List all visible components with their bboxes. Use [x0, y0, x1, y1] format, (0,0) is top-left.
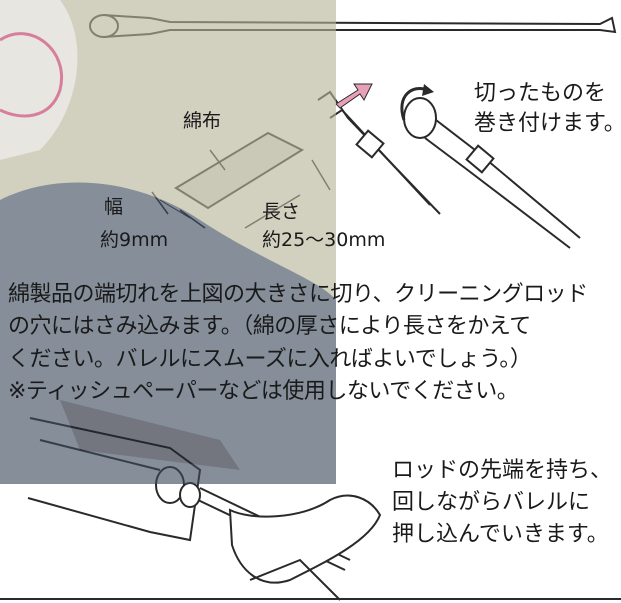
step-caption-line-1: 切ったものを [474, 81, 607, 106]
cloth-label: 綿布 [183, 110, 222, 132]
length-label: 長さ [262, 201, 301, 223]
photo-overlay [0, 0, 336, 484]
width-label: 幅 [104, 196, 124, 218]
bottom-caption-line-3: 押し込んでいきます。 [392, 522, 609, 547]
bottom-caption-line-1: ロッドの先端を持ち、 [392, 458, 613, 483]
width-value: 約9mm [100, 229, 169, 251]
insert-arrow [335, 83, 373, 109]
instruction-line-3: ください。バレルにスムーズに入ればよいでしょう。） [8, 347, 532, 372]
step-caption-line-2: 巻き付けます。 [474, 111, 621, 136]
length-value: 約25〜30mm [262, 229, 386, 251]
instruction-line-1: 綿製品の端切れを上図の大きさに切り、クリーニングロッド [8, 282, 588, 307]
bottom-caption-line-2: 回しながらバレルに [392, 490, 591, 515]
bottom-caption-wrap: ロッドの先端を持ち、 回しながらバレルに 押し込んでいきます。 [392, 455, 612, 551]
instruction-line-4: ※ティッシュペーパーなどは使用しないでください。 [8, 379, 519, 404]
instruction-line-2: の穴にはさみ込みます。（綿の厚さにより長さをかえて [8, 314, 531, 339]
step-caption-wrap: 切ったものを 巻き付けます。 [474, 79, 621, 139]
